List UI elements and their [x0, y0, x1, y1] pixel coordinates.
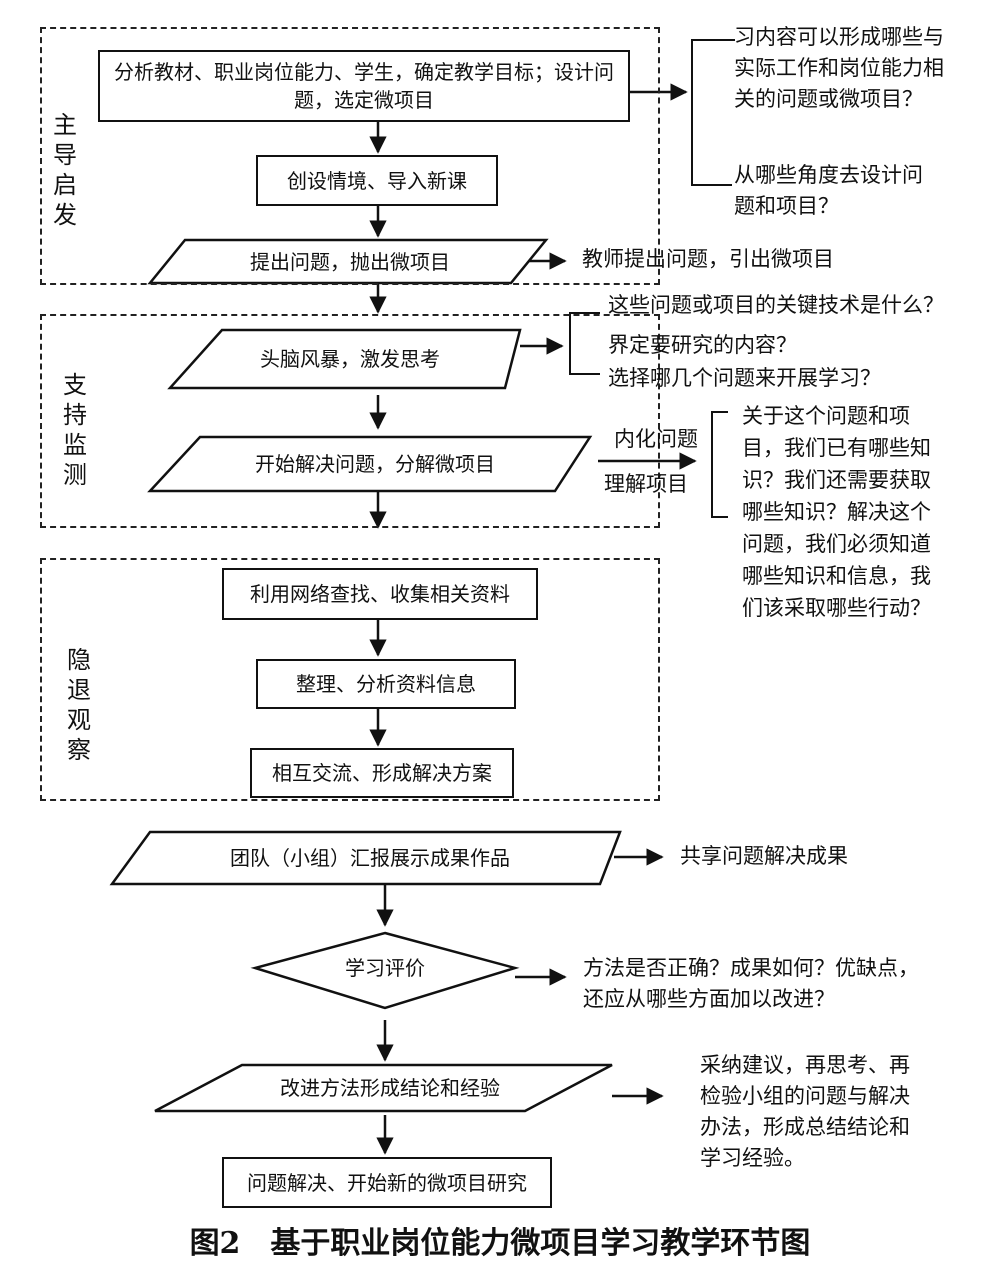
zone-label-support: 支 持 监 测: [63, 371, 87, 489]
zone-support: [40, 314, 660, 528]
note-knowledge: 关于这个问题和项目，我们已有哪些知识？我们还需要获取哪些知识？解决这个问题，我们…: [742, 404, 931, 620]
note-choose-problems: 选择哪几个问题来开展学习？: [608, 366, 881, 390]
zone-label-guide: 主 导 启 发: [53, 111, 77, 229]
note-method: 方法是否正确？成果如何？优缺点，还应从哪些方面加以改进？: [583, 956, 919, 1011]
note-share: 共享问题解决成果: [680, 844, 848, 868]
step-evaluate: 学习评价: [345, 956, 425, 980]
step-analyze: 分析教材、职业岗位能力、学生，确定教学目标；设计问题，选定微项目: [98, 50, 630, 122]
note-internalize: 内化问题: [614, 427, 698, 451]
bracket: [569, 312, 600, 375]
note-understand: 理解项目: [604, 472, 688, 496]
parallelogram-report: [109, 830, 622, 886]
zone-guide: [40, 27, 660, 285]
parallelogram-improve: [154, 1063, 613, 1113]
step-scenario: 创设情境、导入新课: [256, 155, 498, 206]
parallelogram-solve: [147, 435, 593, 493]
step-brainstorm: 头脑风暴，激发思考: [260, 347, 440, 371]
step-search: 利用网络查找、收集相关资料: [222, 568, 538, 620]
step-raise: 提出问题，抛出微项目: [250, 249, 450, 274]
zone-label-observe: 隐 退 观 察: [67, 646, 91, 764]
note-teacher: 教师提出问题，引出微项目: [582, 247, 834, 271]
step-solve: 开始解决问题，分解微项目: [255, 452, 495, 476]
step-final: 问题解决、开始新的微项目研究: [222, 1157, 552, 1208]
step-improve: 改进方法形成结论和经验: [280, 1076, 500, 1100]
note-design-angles: 从哪些角度去设计问题和项目？: [734, 163, 923, 218]
figure-caption: 图2 基于职业岗位能力微项目学习教学环节图: [189, 1226, 811, 1261]
note-adopt: 采纳建议，再思考、再检验小组的问题与解决办法，形成总结结论和学习经验。: [700, 1053, 910, 1170]
bracket: [711, 411, 728, 518]
diamond-evaluate: [250, 931, 520, 1010]
step-organize: 整理、分析资料信息: [256, 659, 516, 709]
note-key-tech: 这些问题或项目的关键技术是什么？: [608, 293, 944, 317]
note-project-questions: 习内容可以形成哪些与实际工作和岗位能力相关的问题或微项目？: [734, 25, 944, 111]
zone-observe: [40, 558, 660, 801]
bracket: [691, 39, 735, 186]
note-define-content: 界定要研究的内容？: [608, 333, 797, 357]
step-report: 团队（小组）汇报展示成果作品: [230, 846, 510, 870]
step-exchange: 相互交流、形成解决方案: [250, 748, 514, 798]
parallelogram-brainstorm: [167, 328, 522, 390]
